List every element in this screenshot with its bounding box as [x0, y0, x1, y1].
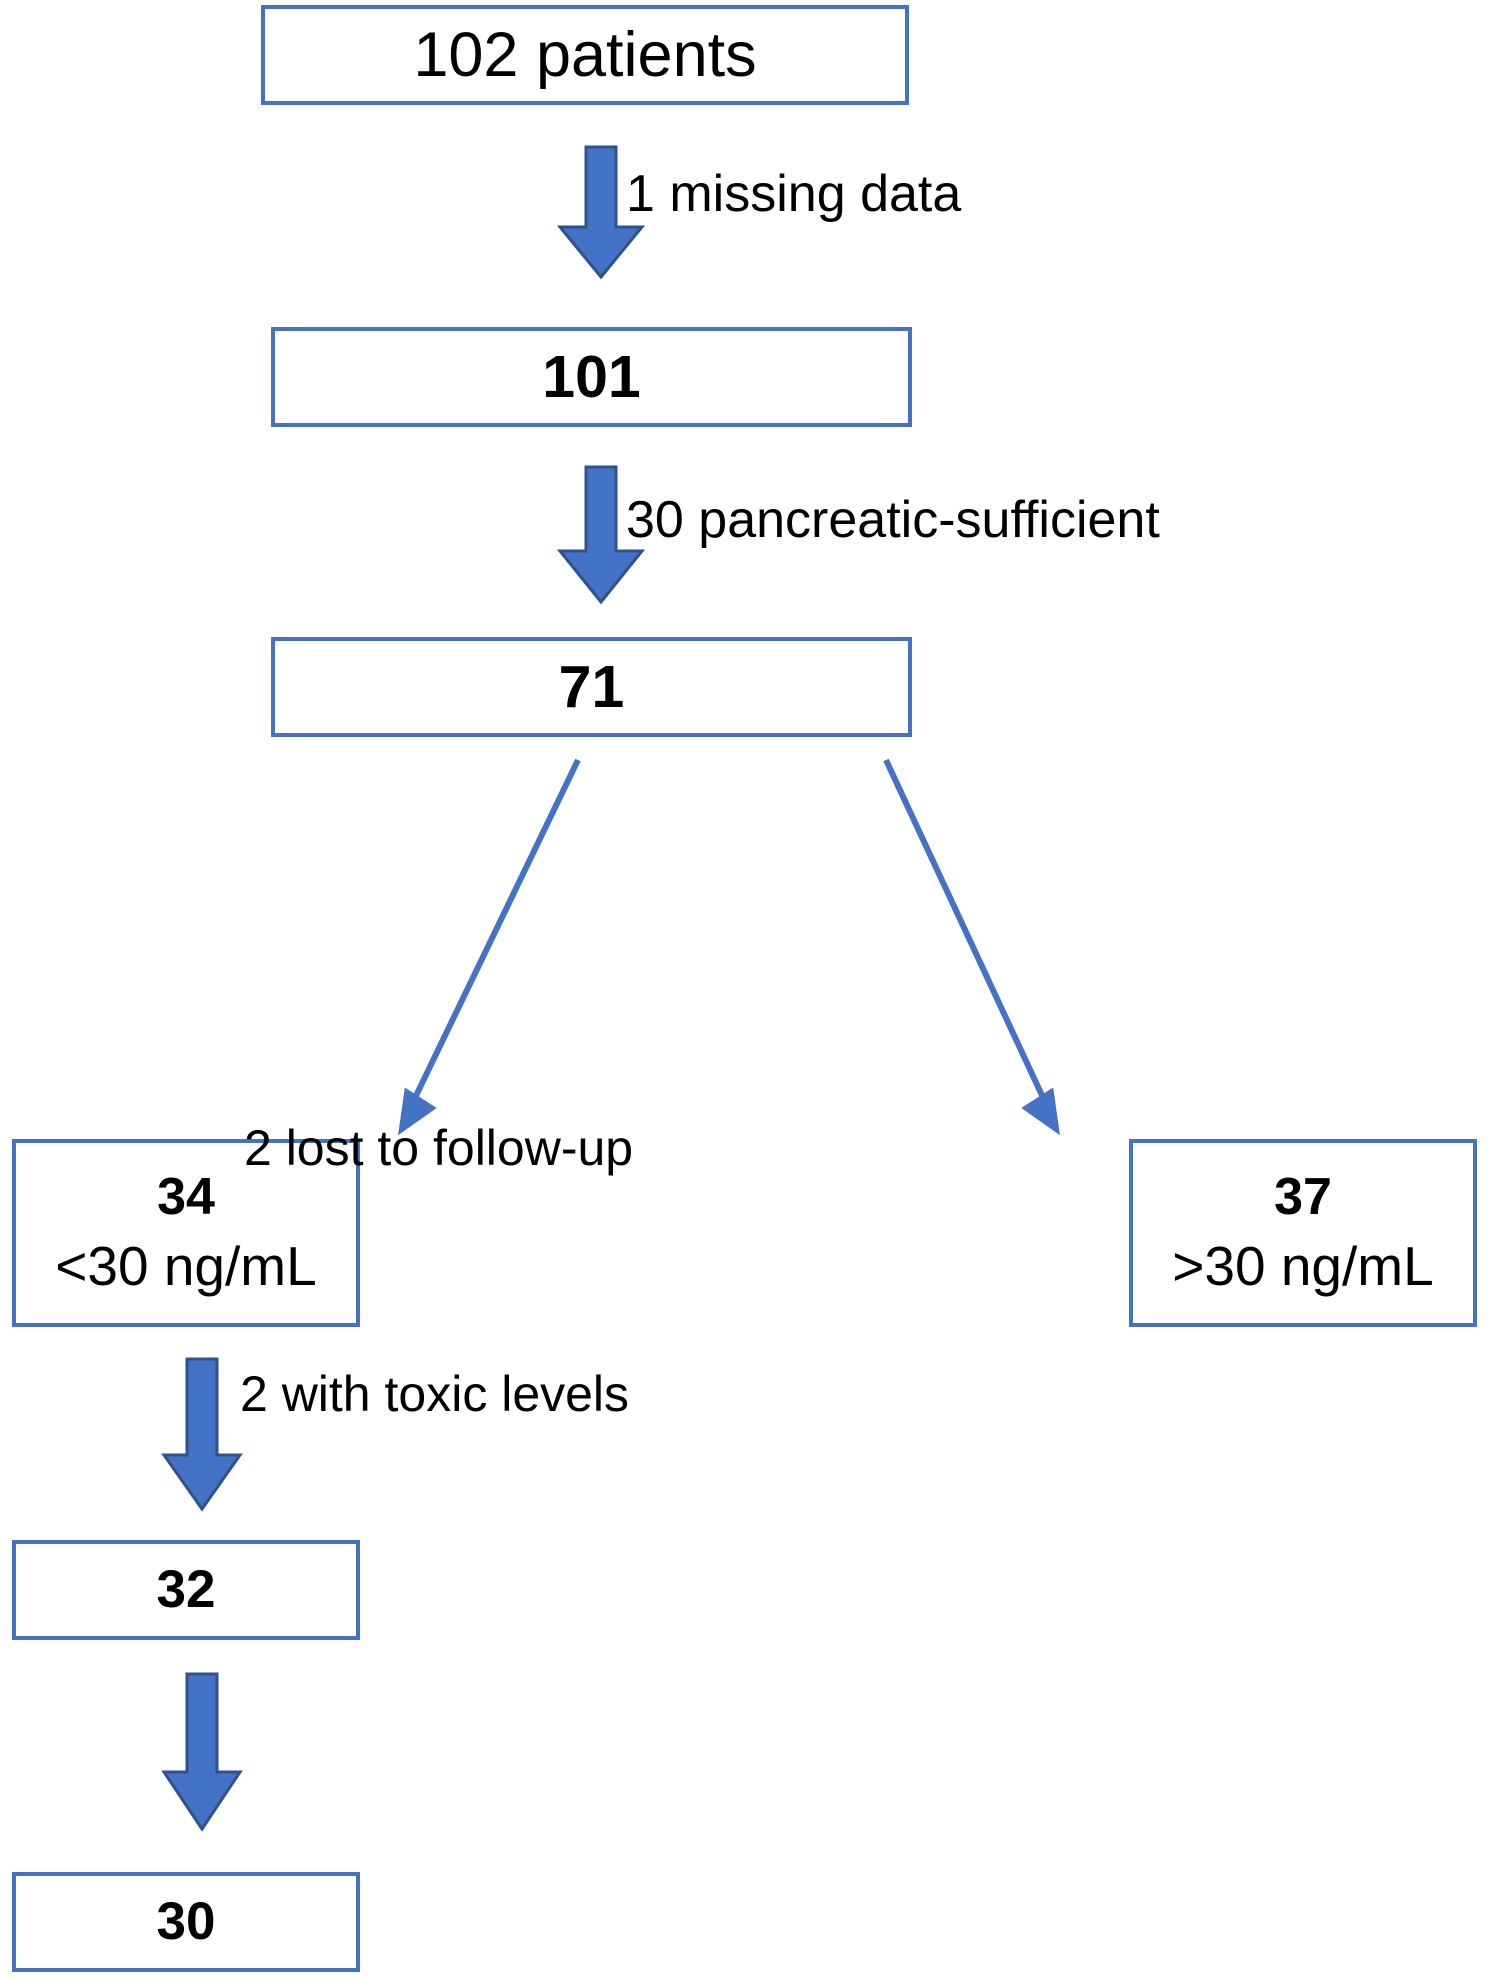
node-label-main: 32 [156, 1560, 216, 1620]
edge-label-2-lost-to-follow-up: 2 lost to follow-up [244, 1120, 634, 1176]
node-box-102-patients: 102 patients [261, 5, 909, 105]
node-box-32: 32 [12, 1540, 360, 1640]
split-arrows-group [0, 730, 1500, 1150]
node-box-37-sufficient-vitamin-d: 37 >30 ng/mL [1129, 1139, 1477, 1327]
node-box-30-final-cohort: 30 [12, 1872, 360, 1972]
node-box-101: 101 [271, 327, 912, 427]
node-label-main: 34 [157, 1168, 215, 1227]
block-arrow-down-icon-32-to-30 [160, 1672, 244, 1832]
node-label-sub: <30 ng/mL [55, 1235, 317, 1298]
block-arrow-down-icon-101-to-71 [556, 465, 646, 605]
node-label-main: 101 [542, 343, 641, 410]
node-box-71: 71 [271, 637, 912, 737]
node-label-main: 102 patients [413, 19, 757, 90]
node-label-main: 37 [1274, 1168, 1332, 1227]
edge-label-1-missing-data: 1 missing data [626, 165, 962, 223]
node-label-main: 71 [558, 653, 625, 720]
node-box-34-low-vitamin-d: 34 <30 ng/mL [12, 1139, 360, 1327]
block-arrow-down-icon-34-to-32 [160, 1357, 244, 1512]
edge-label-30-pancreatic-sufficient: 30 pancreatic-sufficient [626, 491, 1160, 549]
node-label-sub: >30 ng/mL [1172, 1235, 1434, 1298]
line-arrow-icon-71-to-34 [398, 758, 581, 1136]
node-label-main: 30 [156, 1892, 216, 1952]
line-arrow-icon-71-to-37 [883, 758, 1060, 1136]
block-arrow-down-icon-102-to-101 [556, 145, 646, 280]
edge-label-2-with-toxic-levels: 2 with toxic levels [240, 1366, 630, 1422]
